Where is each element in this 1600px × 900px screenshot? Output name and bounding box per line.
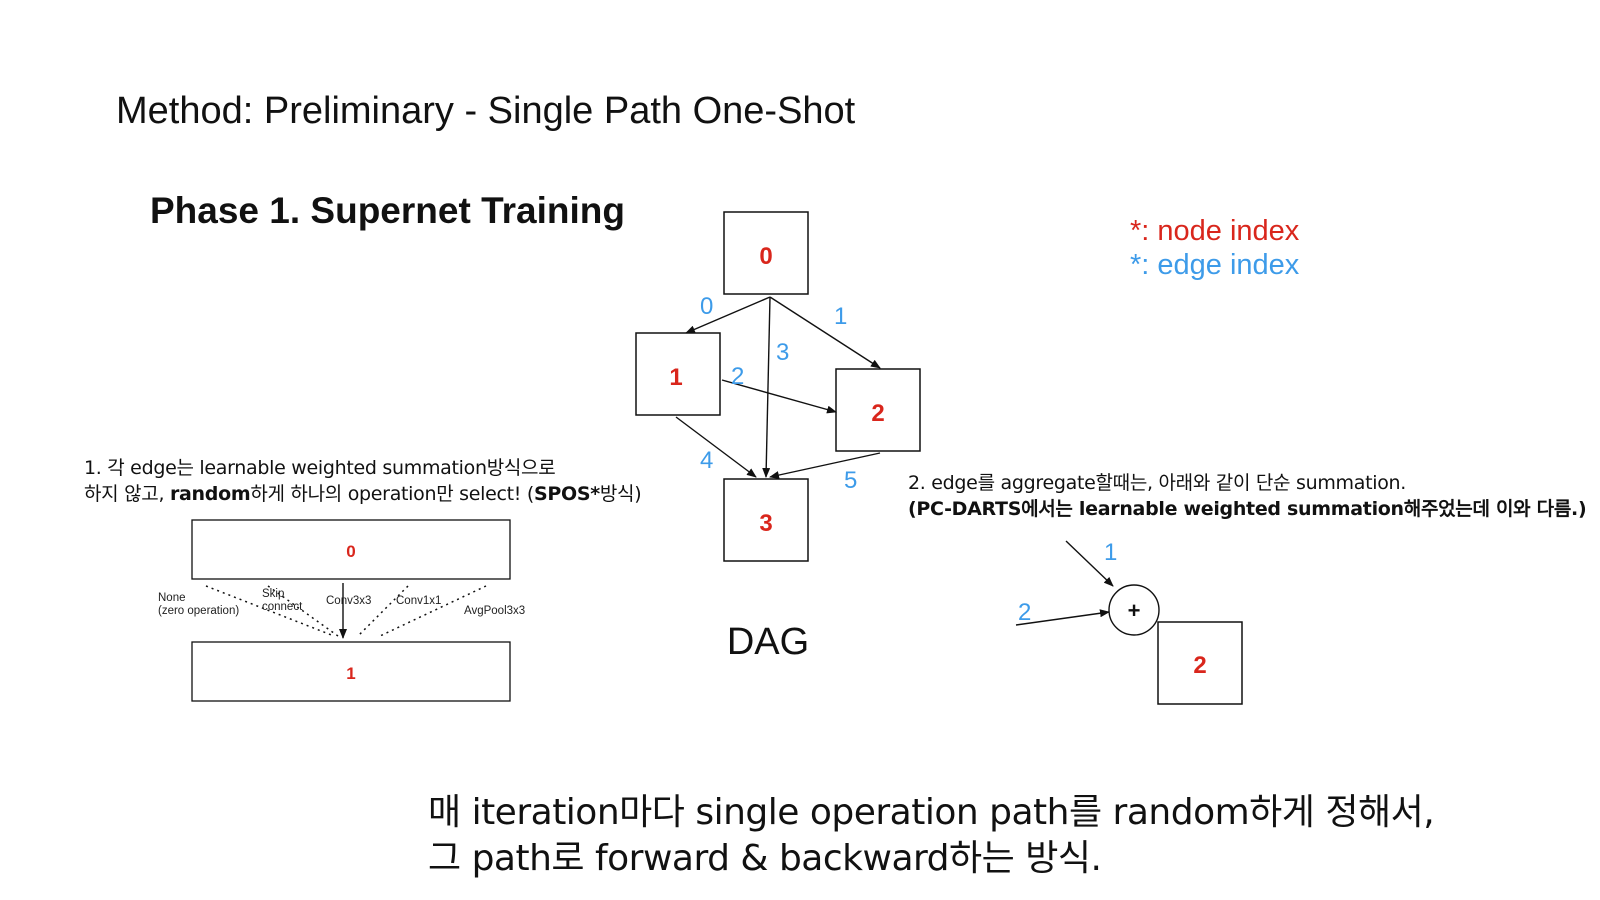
note-1-bold-random: random xyxy=(169,483,251,505)
note-1-line-1: 1. 각 edge는 learnable weighted summation방… xyxy=(84,457,556,479)
dag-node-1: 1 xyxy=(635,332,721,416)
ops-path-skip xyxy=(267,585,339,637)
bottom-line-2: 그 path로 forward & backward하는 방식. xyxy=(428,838,1102,879)
legend-edge-index: *: edge index xyxy=(1130,249,1300,281)
dag-edge-3 xyxy=(762,296,771,478)
dag-edge-label-3: 3 xyxy=(776,339,789,366)
op-label-connect: connect xyxy=(262,601,303,613)
ops-node-top-label: 0 xyxy=(346,542,355,561)
dag-edge-1 xyxy=(769,296,881,369)
dag-node-1-label: 1 xyxy=(669,364,682,391)
note-2-line-2: (PC-DARTS에서는 learnable weighted summatio… xyxy=(908,498,1587,520)
dag-edge-label-0: 0 xyxy=(700,293,713,320)
bottom-line-1: 매 iteration마다 single operation path를 ran… xyxy=(428,792,1435,833)
ops-path-avgpool xyxy=(379,585,487,637)
ops-node-bottom-label: 1 xyxy=(346,664,355,683)
sum-circle-icon xyxy=(1108,584,1160,636)
page-title: Method: Preliminary - Single Path One-Sh… xyxy=(116,90,856,132)
agg-edge-label-1: 1 xyxy=(1104,539,1117,566)
dag-edge-5 xyxy=(769,452,881,479)
ops-node-top: 0 xyxy=(191,519,511,580)
dag-caption: DAG xyxy=(727,621,809,663)
dag-edge-4 xyxy=(675,416,757,478)
note-1-text-b: 하게 하나의 operation만 select! ( xyxy=(250,483,534,505)
note-2-line-1: 2. edge를 aggregate할때는, 아래와 같이 단순 summati… xyxy=(908,472,1407,494)
dag-node-2: 2 xyxy=(835,368,921,452)
op-label-avgpool3x3: AvgPool3x3 xyxy=(464,605,525,617)
legend-node-index: *: node index xyxy=(1130,215,1300,247)
dag-edge-2 xyxy=(721,379,837,414)
agg-edge-label-2: 2 xyxy=(1018,599,1031,626)
dag-node-2-label: 2 xyxy=(871,400,884,427)
agg-node-2: 2 xyxy=(1157,621,1243,705)
op-label-zero-operation: (zero operation) xyxy=(158,605,239,617)
bottom-text: 매 iteration마다 single operation path를 ran… xyxy=(428,790,1435,882)
ops-node-bottom: 1 xyxy=(191,641,511,702)
phase-title: Phase 1. Supernet Training xyxy=(150,190,625,231)
dag-edge-label-4: 4 xyxy=(700,447,713,474)
ops-path-conv1x1 xyxy=(357,585,409,637)
dag-node-0: 0 xyxy=(723,211,809,295)
dag-edge-label-5: 5 xyxy=(844,467,857,494)
plus-sign: + xyxy=(1128,598,1141,623)
dag-edge-label-2: 2 xyxy=(731,363,744,390)
op-label-conv3x3: Conv3x3 xyxy=(326,595,371,607)
ops-dotted-paths xyxy=(205,585,487,637)
op-label-none: None xyxy=(158,592,186,604)
note-1: 1. 각 edge는 learnable weighted summation방… xyxy=(84,455,642,507)
dag-edge-0 xyxy=(685,296,771,334)
agg-node-2-label: 2 xyxy=(1193,652,1206,679)
dag-edge-label-1: 1 xyxy=(834,303,847,330)
agg-edge-1-arrow xyxy=(1065,540,1114,587)
note-1-line-2: 하지 않고, random하게 하나의 operation만 select! (… xyxy=(84,481,642,507)
agg-edge-2-arrow xyxy=(1015,609,1110,626)
op-label-conv1x1: Conv1x1 xyxy=(396,595,441,607)
note-1-bold-spos: SPOS* xyxy=(533,483,600,505)
dag-node-3: 3 xyxy=(723,478,809,562)
note-1-text-c: 방식) xyxy=(599,483,642,505)
dag-node-0-label: 0 xyxy=(759,243,772,270)
note-1-text-a: 하지 않고, xyxy=(84,483,170,505)
dag-node-3-label: 3 xyxy=(759,510,772,537)
note-2: 2. edge를 aggregate할때는, 아래와 같이 단순 summati… xyxy=(908,470,1587,522)
op-label-skip: Skip xyxy=(262,588,284,600)
ops-path-none xyxy=(205,585,335,637)
